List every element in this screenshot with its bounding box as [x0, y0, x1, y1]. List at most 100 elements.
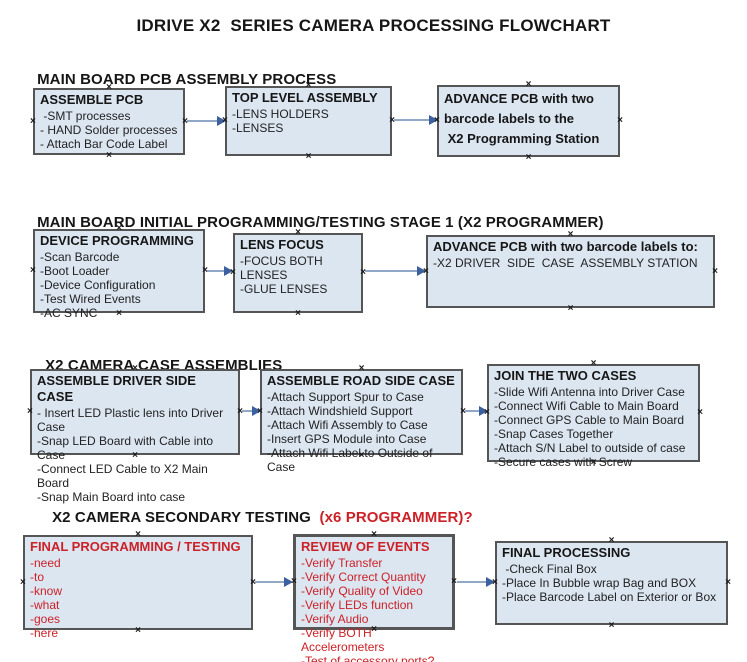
box-item: -Place Barcode Label on Exterior or Box: [502, 590, 717, 604]
box-item: -Device Configuration: [40, 278, 156, 292]
connection-handle-icon: ×: [460, 406, 466, 417]
connection-handle-icon: ×: [697, 407, 703, 418]
box-item: - Insert LED Plastic lens into Driver Ca…: [37, 406, 227, 434]
box-title: ASSEMBLE PCB: [40, 92, 144, 107]
box-top-level-assembly: TOP LEVEL ASSEMBLY -LENS HOLDERS-LENSES …: [222, 81, 395, 162]
box-item: -Connect GPS Cable to Main Board: [494, 413, 685, 427]
box-item: -know: [30, 584, 63, 598]
box-title: FINAL PROCESSING: [502, 545, 631, 560]
connection-handle-icon: ×: [712, 265, 718, 277]
box-item-list: -Scan Barcode-Boot Loader-Device Configu…: [40, 250, 199, 320]
box-title: JOIN THE TWO CASES: [494, 368, 637, 383]
box-join-the-two-cases: JOIN THE TWO CASES -Slide Wifi Antenna i…: [484, 359, 703, 470]
connection-handle-icon: ×: [20, 576, 26, 588]
page-title: IDRIVE X2 SERIES CAMERA PROCESSING FLOWC…: [136, 16, 611, 35]
box-item: -Snap LED Board with Cable into Case: [37, 434, 217, 462]
box-item-list: -X2 DRIVER SIDE CASE ASSEMBLY STATION: [433, 256, 709, 270]
connection-handle-icon: ×: [237, 406, 243, 417]
box-title: ADVANCE PCB with two barcode labels to:: [433, 239, 698, 254]
connector-arrow-icon: [255, 581, 291, 583]
connector-arrow-icon: [365, 270, 424, 272]
box-item: -to: [30, 570, 45, 584]
box-item-list: -Attach Support Spur to Case-Attach Wind…: [267, 390, 457, 474]
box-review-of-events: REVIEW OF EVENTS -Verify Transfer-Verify…: [291, 530, 457, 662]
box-assemble-road-side-case: ASSEMBLE ROAD SIDE CASE -Attach Support …: [257, 364, 466, 475]
box-item: -what: [30, 598, 60, 612]
box-item: -SMT processes: [40, 109, 131, 123]
connection-handle-icon: ×: [30, 115, 36, 127]
box-item: -Place In Bubble wrap Bag and BOX: [502, 576, 697, 590]
box-item: -GLUE LENSES: [240, 282, 328, 296]
box-final-processing: FINAL PROCESSING -Check Final Box-Place …: [492, 536, 731, 631]
section-heading-pcb-assembly: MAIN BOARD PCB ASSEMBLY PROCESS: [20, 54, 336, 105]
box-item: -FOCUS BOTH LENSES: [240, 254, 327, 282]
box-item: -Test Wired Events: [40, 292, 141, 306]
box-title: LENS FOCUS: [240, 237, 324, 252]
section-heading-secondary-testing: X2 CAMERA SECONDARY TESTING (x6 PROGRAMM…: [35, 492, 473, 543]
connector-arrow-icon: [465, 410, 486, 412]
box-advance-pcb-driver-side-station: ADVANCE PCB with two barcode labels to: …: [423, 230, 718, 314]
box-title: FINAL PROGRAMMING / TESTING: [30, 539, 241, 554]
box-item: -Attach Wifi Label to Outside of Case: [267, 446, 436, 474]
connection-handle-icon: ×: [27, 406, 33, 417]
box-item: -Verify Correct Quantity: [301, 570, 426, 584]
box-title: DEVICE PROGRAMMING: [40, 233, 194, 248]
box-item: -Connect LED Cable to X2 Main Board: [37, 462, 212, 490]
connection-handle-icon: ×: [389, 115, 395, 126]
box-item-list: -LENS HOLDERS-LENSES: [232, 107, 386, 135]
box-title: ASSEMBLE DRIVER SIDE CASE: [37, 373, 200, 404]
box-item: -Attach Windshield Support: [267, 404, 413, 418]
box-item: - HAND Solder processes: [40, 123, 178, 137]
connector-arrow-icon: [207, 270, 231, 272]
box-item: -X2 DRIVER SIDE CASE ASSEMBLY STATION: [433, 256, 698, 270]
box-item-list: -Slide Wifi Antenna into Driver Case -Con…: [494, 385, 694, 469]
box-assemble-driver-side-case: ASSEMBLE DRIVER SIDE CASE - Insert LED P…: [27, 364, 243, 505]
box-item: -Scan Barcode: [40, 250, 120, 264]
section-heading-text: MAIN BOARD INITIAL PROGRAMMING/TESTING S…: [37, 214, 604, 231]
box-item: -Insert GPS Module into Case: [267, 432, 427, 446]
box-item-list: -FOCUS BOTH LENSES-GLUE LENSES: [240, 254, 357, 296]
box-item: -Slide Wifi Antenna into Driver Case: [494, 385, 685, 399]
box-item: -Verify Transfer: [301, 556, 383, 570]
box-item: -Verify LEDs function: [301, 598, 414, 612]
box-item: -Attach S/N Label to outside of case: [494, 441, 686, 455]
connector-arrow-icon: [242, 410, 259, 412]
section-heading-text: MAIN BOARD PCB ASSEMBLY PROCESS: [37, 71, 337, 88]
connection-handle-icon: ×: [617, 115, 623, 126]
connection-handle-icon: ×: [106, 150, 112, 161]
box-item-list: -SMT processes- HAND Solder processes- A…: [40, 109, 179, 151]
box-item: -Snap Cases Together: [494, 427, 614, 441]
connection-handle-icon: ×: [525, 152, 532, 163]
connection-handle-icon: ×: [295, 308, 301, 319]
box-lens-focus: LENS FOCUS -FOCUS BOTH LENSES-GLUE LENSE…: [230, 228, 366, 319]
connection-handle-icon: ×: [608, 620, 615, 631]
box-item: -Attach Wifi Assembly to Case: [267, 418, 428, 432]
box-title: ASSEMBLE ROAD SIDE CASE: [267, 373, 455, 388]
section-heading-text: X2 CAMERA SECONDARY TESTING: [52, 509, 316, 526]
box-device-programming: DEVICE PROGRAMMING -Scan Barcode-Boot Lo…: [30, 224, 208, 321]
box-item: -Boot Loader: [40, 264, 110, 278]
box-final-programming-testing: FINAL PROGRAMMING / TESTING -need-to-kno…: [20, 530, 256, 641]
section-heading-red-text: (x6 PROGRAMMER)?: [315, 509, 473, 526]
connection-handle-icon: ×: [567, 303, 574, 314]
box-item-list: -Check Final Box-Place In Bubble wrap Ba…: [502, 562, 722, 604]
connector-arrow-icon: [187, 120, 224, 122]
connection-handle-icon: ×: [305, 151, 312, 162]
box-advance-pcb-programming-station: ADVANCE PCB with two barcode labels to t…: [434, 80, 623, 163]
box-item: -Verify Quality of Video: [301, 584, 423, 598]
box-item-list: -need-to-know-what-goes-here: [30, 556, 247, 640]
box-item: - Attach Bar Code Label: [40, 137, 168, 151]
connection-handle-icon: ×: [725, 577, 731, 588]
connector-arrow-icon: [457, 581, 493, 583]
box-item: -Verify BOTH Accelerometers: [301, 626, 385, 654]
box-item-list: - Insert LED Plastic lens into Driver Ca…: [37, 406, 234, 504]
box-item: -goes: [30, 612, 61, 626]
section-heading-initial-programming: MAIN BOARD INITIAL PROGRAMMING/TESTING S…: [20, 197, 604, 248]
box-item: -need: [30, 556, 61, 570]
box-item: -here: [30, 626, 59, 640]
box-item: -LENSES: [232, 121, 284, 135]
box-item: -Secure cases with Screw: [494, 455, 633, 469]
box-assemble-pcb: ASSEMBLE PCB -SMT processes- HAND Solder…: [30, 83, 188, 161]
box-item: -LENS HOLDERS: [232, 107, 329, 121]
